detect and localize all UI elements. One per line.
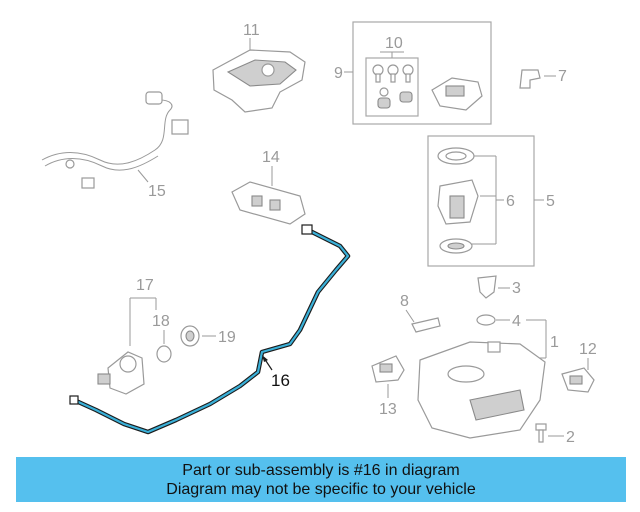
callout-13: 13 [379,401,397,418]
callout-1: 1 [550,334,559,351]
banner-line-1: Part or sub-assembly is #16 in diagram [182,461,460,479]
part-3-cap[interactable] [477,275,497,299]
callout-2: 2 [566,429,575,446]
callout-19: 19 [218,329,236,346]
part-17-valve-assembly[interactable] [97,351,145,395]
callout-9: 9 [334,65,343,82]
part-2-bolt[interactable] [535,423,547,443]
part-4-seal-ring[interactable] [476,314,496,326]
callout-11: 11 [243,22,260,39]
part-1-fuel-tank[interactable] [417,341,546,439]
part-9-valve-module[interactable] [431,77,483,111]
part-10-bolts-set[interactable] [372,64,414,109]
part-8-clip[interactable] [411,317,441,333]
part-11-engine-cover[interactable] [212,38,306,113]
banner-line-2: Diagram may not be specific to your vehi… [166,480,476,498]
callout-7: 7 [558,68,567,85]
callout-16: 16 [271,371,290,390]
callout-5: 5 [546,193,555,210]
callout-14: 14 [262,149,280,166]
part-16-fuel-line[interactable] [69,224,351,435]
arrow-16-icon [262,355,268,362]
callout-17: 17 [136,277,154,294]
callout-12: 12 [579,341,597,358]
callout-3: 3 [512,280,521,297]
group-box-5 [427,135,535,267]
part-15-sensor-wire[interactable] [41,91,189,189]
callout-6: 6 [506,193,515,210]
part-18-o-ring[interactable] [156,345,172,363]
callout-4: 4 [512,313,521,330]
callout-18: 18 [152,313,170,330]
part-6-fuel-pump-assembly[interactable] [437,147,479,254]
group-box-9 [352,21,492,125]
part-19-clamp[interactable] [180,325,200,347]
callout-8: 8 [400,293,409,310]
callout-15: 15 [148,183,166,200]
part-7-elbow-connector[interactable] [519,69,541,89]
info-banner: Part or sub-assembly is #16 in diagram D… [16,457,626,502]
part-13-connector[interactable] [371,355,405,383]
part-12-sensor[interactable] [561,367,595,393]
callout-10: 10 [385,35,403,52]
part-14-bracket[interactable] [231,181,306,225]
